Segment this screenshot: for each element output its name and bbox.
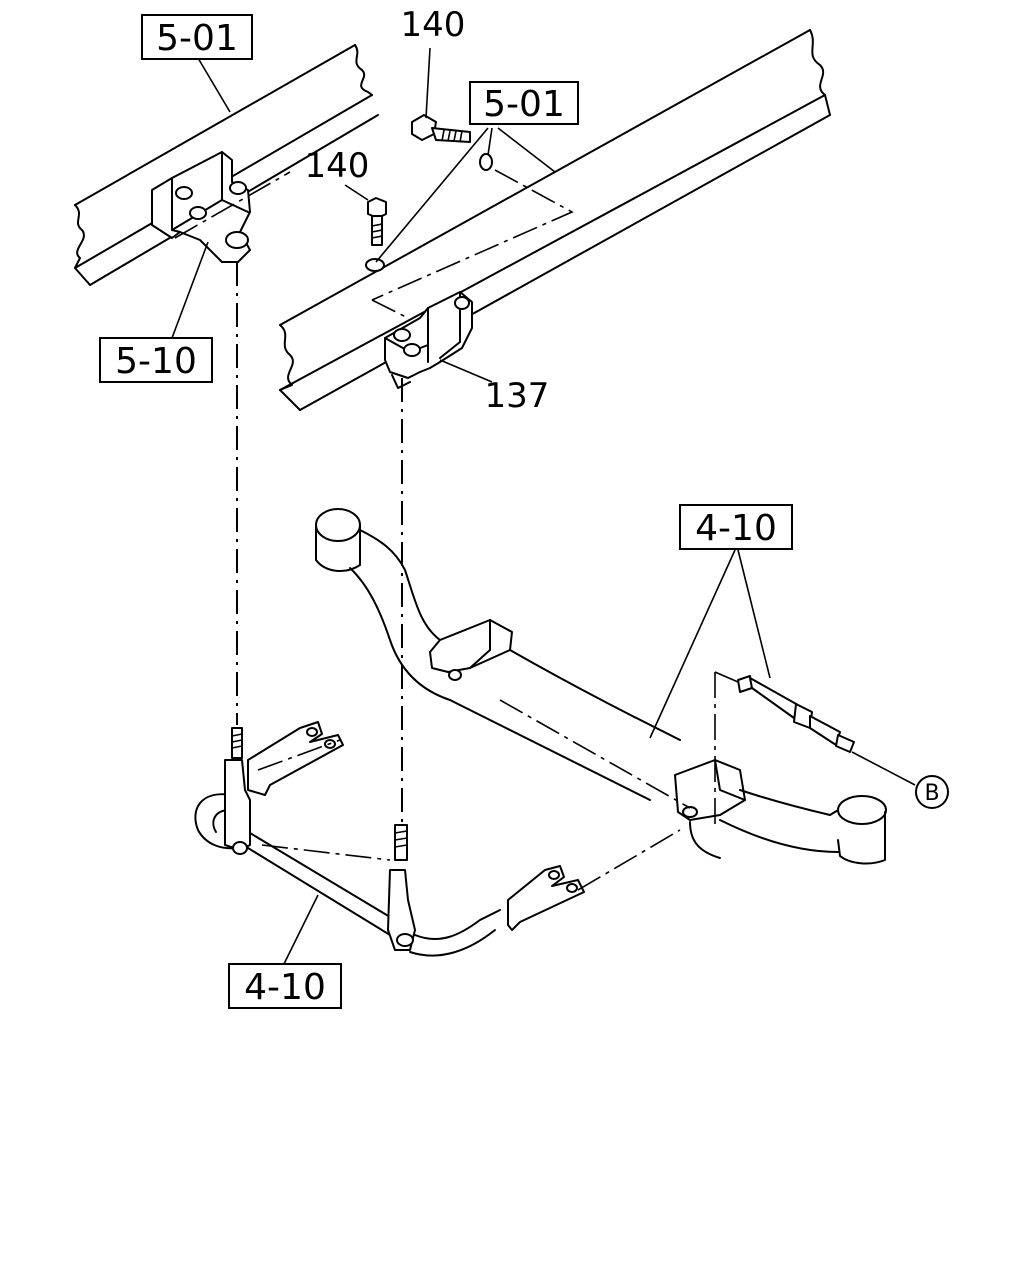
washer-top: [479, 153, 493, 171]
ref-5-01-right-label: 5-01: [483, 84, 565, 125]
shackle-pin: [737, 675, 855, 753]
washer-mid: [365, 258, 385, 272]
stabilizer-bar: [194, 727, 501, 957]
left-hanger-bracket: [151, 151, 251, 263]
right-frame-rail: [279, 29, 831, 411]
leader-lines: [171, 47, 916, 969]
ref-4-10-bottom-label: 4-10: [244, 967, 326, 1008]
ref-5-10[interactable]: 5-10: [99, 337, 213, 383]
ref-5-01-left-label: 5-01: [156, 18, 238, 59]
stabilizer-link-left: [247, 721, 344, 796]
ref-4-10-right-label: 4-10: [695, 508, 777, 549]
alignment-lines: [174, 169, 739, 891]
stabilizer-link-right: [507, 865, 585, 931]
part-number-140-top: 140: [401, 5, 466, 45]
front-axle-beam: [315, 508, 887, 865]
ref-4-10-bottom[interactable]: 4-10: [228, 963, 342, 1009]
circle-ref-b[interactable]: B: [915, 775, 949, 809]
part-number-137: 137: [485, 376, 550, 416]
circle-ref-b-label: B: [924, 781, 939, 806]
ref-5-01-right[interactable]: 5-01: [469, 81, 579, 125]
ref-4-10-right[interactable]: 4-10: [679, 504, 793, 550]
ref-5-01-left[interactable]: 5-01: [141, 14, 253, 60]
bolt-140-mid: [367, 197, 387, 246]
bolt-140-top: [411, 114, 471, 143]
right-hanger-bracket: [384, 291, 473, 389]
part-number-140-mid: 140: [305, 146, 370, 186]
ref-5-10-label: 5-10: [115, 341, 197, 382]
